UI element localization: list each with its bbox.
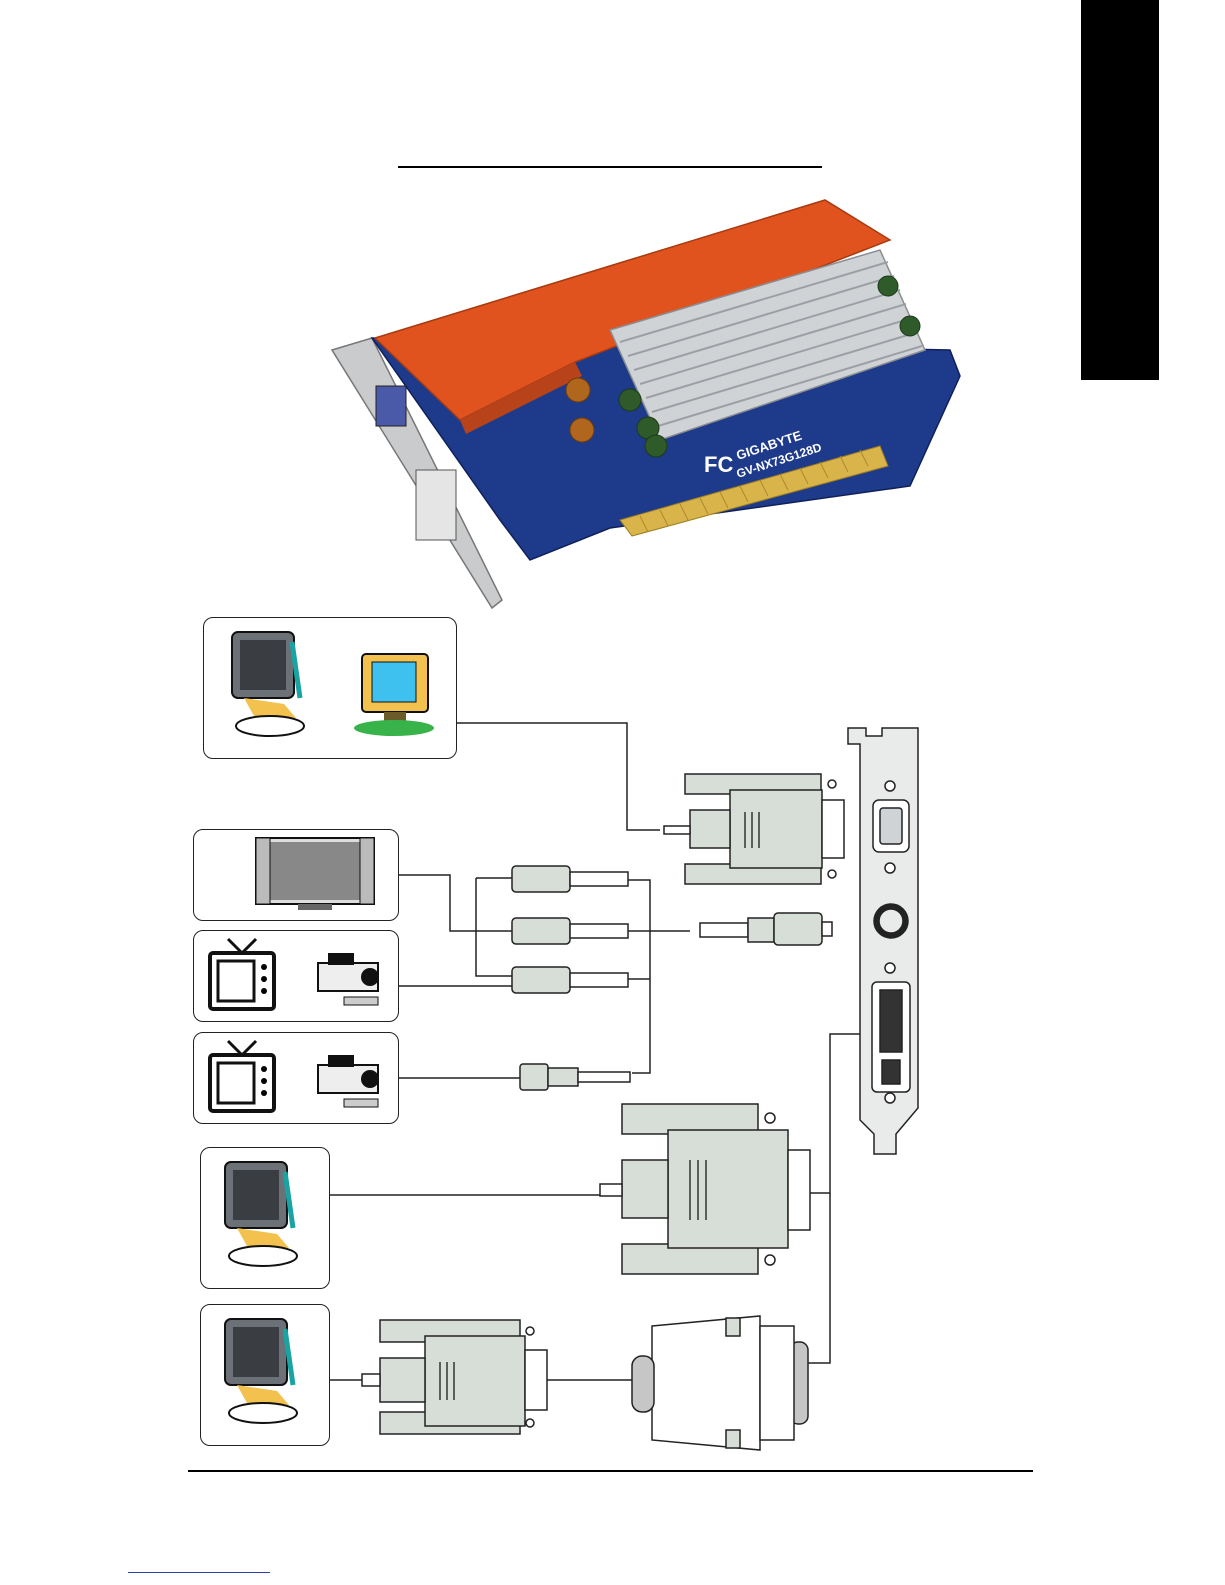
vga-connector [362, 1320, 547, 1434]
dvi-connector [600, 1104, 810, 1274]
dvi-to-vga-adapter [632, 1316, 808, 1450]
footer-link-underline [128, 1572, 270, 1573]
dvi-connector-top [664, 774, 844, 884]
component-plugs [512, 866, 628, 993]
composite-plug [520, 1064, 630, 1090]
card-bracket-front [848, 728, 918, 1154]
bottom-rule [188, 1470, 1033, 1472]
svideo-plug [700, 913, 832, 945]
